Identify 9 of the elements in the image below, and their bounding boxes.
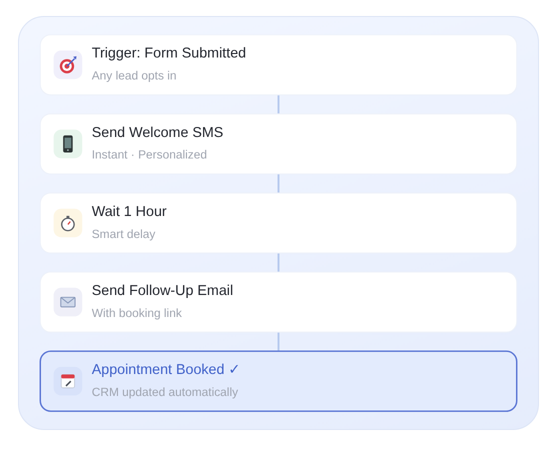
- node-box: Wait 1 Hour Smart delay: [40, 192, 518, 254]
- connector: [278, 94, 280, 114]
- node-box: Send Follow-Up Email With booking link: [40, 272, 518, 333]
- connector: [278, 174, 280, 193]
- node-box: Appointment Booked ✓ CRM updated automatically: [40, 350, 518, 412]
- node-box: Send Welcome SMS Instant · Personalized: [40, 113, 518, 174]
- node-box: Trigger: Form Submitted Any lead opts in: [40, 34, 518, 96]
- connector: [278, 253, 280, 272]
- connector: [278, 332, 280, 352]
